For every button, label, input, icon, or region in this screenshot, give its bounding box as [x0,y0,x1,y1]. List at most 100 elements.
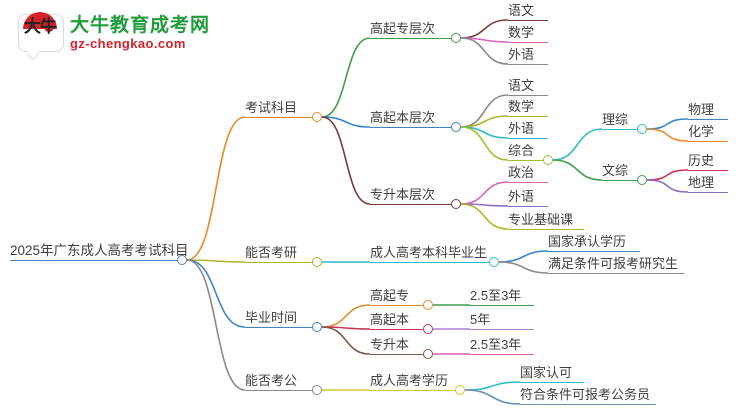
site-logo[interactable]: 大牛 大牛教育成考网 gz-chengkao.com [14,8,209,60]
mindmap-node-dot-n-gqb-4[interactable] [543,155,553,165]
connector-root-to-n-kskm [186,116,246,261]
mindmap-node-label: 能否考研 [245,245,298,260]
mindmap-node-label: 外语 [508,189,535,204]
mindmap-node-label: 5年 [470,312,491,327]
mindmap-node-n-gqz-1[interactable]: 语文 [508,3,548,21]
mindmap-node-n-bysj-2[interactable]: 高起本 [370,312,428,330]
mindmap-node-dot-n-bysj-2[interactable] [423,324,433,334]
mindmap-node-label: 文综 [602,163,629,178]
mindmap-node-dot-n-gqb[interactable] [451,122,461,132]
mindmap-node-n-nfky[interactable]: 能否考研 [245,245,317,263]
mindmap-node-n-gqb-4[interactable]: 综合 [508,143,548,161]
mindmap-node-n-bkby-1[interactable]: 国家承认学历 [548,234,640,252]
mindmap-node-n-gqz-2[interactable]: 数学 [508,25,548,43]
mindmap-node-n-gqb[interactable]: 高起本层次 [370,110,456,128]
connector-n-ckxl-to-n-ckxl-2 [464,389,521,405]
mindmap-node-n-wz[interactable]: 文综 [602,163,642,181]
mindmap-node-n-lz[interactable]: 理综 [602,112,642,130]
logo-red-dot [44,22,54,32]
connector-n-bkby-to-n-bkby-1 [498,250,549,263]
logo-title: 大牛教育成考网 [70,15,211,36]
mindmap-node-label: 2.5至3年 [470,288,522,303]
connector-n-zsb-to-n-zsb-3 [460,203,509,230]
mindmap-node-n-zsb-2[interactable]: 外语 [508,189,548,207]
connector-n-bkby-to-n-bkby-2 [498,261,549,274]
connector-n-zsb-to-n-zsb-1 [460,181,509,205]
mindmap-node-label: 满足条件可报考研究生 [548,256,679,271]
mindmap-node-n-t2[interactable]: 5年 [470,312,534,330]
connector-root-to-n-nfkg [186,259,246,391]
mindmap-node-n-lz-1[interactable]: 物理 [688,102,728,120]
logo-domain: gz-chengkao.com [70,36,186,51]
mindmap-node-dot-n-bysj-3[interactable] [423,349,433,359]
mindmap-node-root[interactable]: 2025年广东成人高考考试科目 [10,243,189,261]
mindmap-node-dot-n-bkby[interactable] [489,257,499,267]
mindmap-node-n-gqz-3[interactable]: 外语 [508,47,548,65]
mindmap-node-n-zsb[interactable]: 专升本层次 [370,187,456,205]
mindmap-node-label: 专升本 [370,337,410,352]
mindmap-node-label: 2.5至3年 [470,337,522,352]
mindmap-node-dot-n-ckxl[interactable] [455,385,465,395]
mindmap-node-label: 政治 [508,165,535,180]
mindmap-node-dot-n-bysj-1[interactable] [423,300,433,310]
mindmap-node-label: 成人高考学历 [370,373,449,388]
mindmap-node-label: 高起专层次 [370,21,436,36]
mindmap-node-n-bkby-2[interactable]: 满足条件可报考研究生 [548,256,684,274]
mindmap-node-n-gqz[interactable]: 高起专层次 [370,21,456,39]
mindmap-node-label: 高起本 [370,312,410,327]
logo-mark: 大牛 [14,10,66,58]
mindmap-node-label: 符合条件可报考公务员 [520,387,651,402]
mindmap-node-n-zsb-1[interactable]: 政治 [508,165,548,183]
connector-n-gqz-to-n-gqz-1 [460,19,509,39]
connector-root-to-n-bysj [186,259,246,328]
connector-n-gqb-4-to-n-lz [552,128,603,161]
connector-n-kskm-to-n-gqb [321,116,371,128]
connector-n-bysj-to-n-bysj-1 [321,304,371,328]
mindmap-node-n-gqb-3[interactable]: 外语 [508,121,548,139]
connector-root-to-n-nfky [186,259,246,263]
mindmap-node-n-bkby[interactable]: 成人高考本科毕业生 [370,245,494,263]
connector-n-wz-to-n-wz-1 [646,169,689,181]
mindmap-node-dot-n-kskm[interactable] [312,112,322,122]
mindmap-node-dot-n-lz[interactable] [637,124,647,134]
mindmap-node-label: 考试科目 [245,100,298,115]
connector-n-kskm-to-n-gqz [321,37,371,118]
mindmap-node-n-ckxl-2[interactable]: 符合条件可报考公务员 [520,387,656,405]
mindmap-node-n-bysj[interactable]: 毕业时间 [245,310,317,328]
mindmap-node-label: 外语 [508,47,535,62]
mindmap-node-label: 毕业时间 [245,310,298,325]
mindmap-node-label: 国家认可 [520,365,573,380]
mindmap-node-dot-n-nfkg[interactable] [312,385,322,395]
mindmap-node-label: 物理 [688,102,715,117]
logo-mark-text: 大牛 [24,17,57,37]
mindmap-node-label: 数学 [508,99,535,114]
mindmap-node-n-gqb-2[interactable]: 数学 [508,99,548,117]
mindmap-node-dot-n-wz[interactable] [637,175,647,185]
mindmap-node-dot-n-gqz[interactable] [451,33,461,43]
mindmap-node-label: 成人高考本科毕业生 [370,245,488,260]
mindmap-node-n-gqb-1[interactable]: 语文 [508,78,548,96]
mindmap-node-n-t3[interactable]: 2.5至3年 [470,337,534,355]
mindmap-node-n-wz-2[interactable]: 地理 [688,175,728,193]
mindmap-node-dot-n-bysj[interactable] [312,322,322,332]
mindmap-node-n-t1[interactable]: 2.5至3年 [470,288,534,306]
mindmap-node-n-lz-2[interactable]: 化学 [688,124,728,142]
mindmap-node-label: 专升本层次 [370,187,436,202]
mindmap-node-n-wz-1[interactable]: 历史 [688,153,728,171]
mindmap-node-label: 语文 [508,3,535,18]
mindmap-node-n-kskm[interactable]: 考试科目 [245,100,317,118]
mindmap-node-dot-root[interactable] [177,255,187,265]
connector-n-ckxl-to-n-ckxl-1 [464,381,521,391]
mindmap-node-n-ckxl[interactable]: 成人高考学历 [370,373,460,391]
mindmap-node-n-ckxl-1[interactable]: 国家认可 [520,365,584,383]
mindmap-node-dot-n-zsb[interactable] [451,199,461,209]
mindmap-node-n-bysj-3[interactable]: 专升本 [370,337,428,355]
mindmap-node-label: 地理 [688,175,715,190]
mindmap-node-dot-n-nfky[interactable] [312,257,322,267]
connector-n-kskm-to-n-zsb [321,116,371,205]
mindmap-node-n-bysj-1[interactable]: 高起专 [370,288,428,306]
mindmap-node-n-nfkg[interactable]: 能否考公 [245,373,317,391]
mindmap-node-n-zsb-3[interactable]: 专业基础课 [508,212,584,230]
